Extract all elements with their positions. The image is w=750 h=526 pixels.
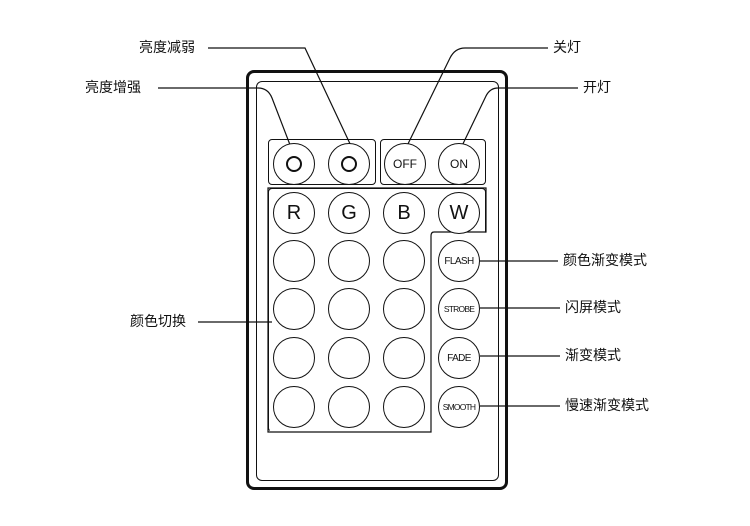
label-on: 开灯 bbox=[583, 80, 611, 96]
fade-button[interactable]: FADE bbox=[438, 337, 480, 379]
color-button[interactable] bbox=[383, 240, 425, 282]
on-button[interactable]: ON bbox=[438, 143, 480, 185]
off-button[interactable]: OFF bbox=[384, 143, 426, 185]
brightness-up-icon bbox=[286, 156, 302, 172]
label-brightness-up: 亮度增强 bbox=[85, 80, 141, 96]
brightness-down-button[interactable] bbox=[328, 143, 370, 185]
blue-button[interactable]: B bbox=[383, 192, 425, 234]
brightness-up-button[interactable] bbox=[273, 143, 315, 185]
color-button[interactable] bbox=[273, 337, 315, 379]
color-button[interactable] bbox=[383, 386, 425, 428]
label-flash-mode: 颜色渐变模式 bbox=[563, 253, 647, 269]
white-button[interactable]: W bbox=[438, 192, 480, 234]
label-brightness-down: 亮度减弱 bbox=[139, 40, 195, 56]
smooth-button[interactable]: SMOOTH bbox=[438, 386, 480, 428]
label-fade-mode: 渐变模式 bbox=[565, 348, 621, 364]
brightness-group-frame bbox=[268, 139, 376, 185]
power-group-frame bbox=[380, 139, 486, 185]
flash-button[interactable]: FLASH bbox=[438, 240, 480, 282]
label-off: 关灯 bbox=[553, 40, 581, 56]
label-smooth-mode: 慢速渐变模式 bbox=[565, 398, 649, 414]
color-button[interactable] bbox=[328, 337, 370, 379]
color-button[interactable] bbox=[328, 386, 370, 428]
remote-body-outline bbox=[246, 70, 508, 490]
color-button[interactable] bbox=[328, 288, 370, 330]
color-button[interactable] bbox=[328, 240, 370, 282]
red-button[interactable]: R bbox=[273, 192, 315, 234]
leader-on bbox=[459, 87, 578, 151]
strobe-button[interactable]: STROBE bbox=[438, 288, 480, 330]
color-button[interactable] bbox=[383, 337, 425, 379]
leader-brightness-up bbox=[158, 87, 293, 151]
brightness-down-icon bbox=[341, 156, 357, 172]
green-button[interactable]: G bbox=[328, 192, 370, 234]
color-button[interactable] bbox=[273, 386, 315, 428]
label-strobe-mode: 闪屏模式 bbox=[565, 300, 621, 316]
color-button[interactable] bbox=[273, 288, 315, 330]
leader-brightness-down bbox=[208, 47, 353, 149]
color-button[interactable] bbox=[273, 240, 315, 282]
remote-face-outline bbox=[256, 81, 499, 481]
label-color-switch: 颜色切换 bbox=[130, 314, 186, 330]
color-button[interactable] bbox=[383, 288, 425, 330]
leader-off bbox=[404, 47, 548, 151]
